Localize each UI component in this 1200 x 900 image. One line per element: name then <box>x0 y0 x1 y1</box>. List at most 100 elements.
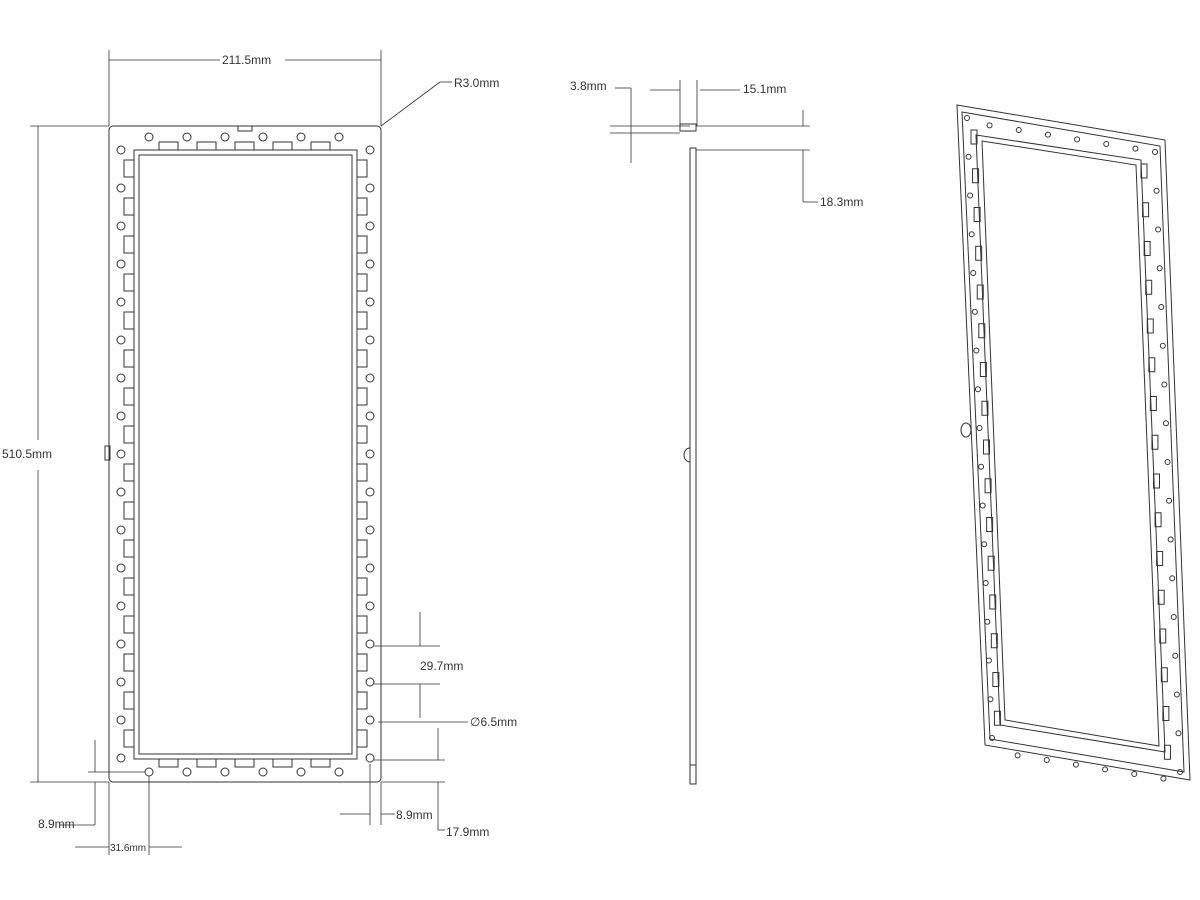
iso-tab <box>1162 706 1170 721</box>
mounting-hole <box>365 183 375 193</box>
mounting-hole <box>116 677 126 687</box>
mounting-hole <box>258 132 268 142</box>
radius-leader <box>380 81 441 127</box>
iso-hole <box>976 425 983 431</box>
iso-hole <box>1167 536 1174 543</box>
iso-hole <box>1170 614 1177 620</box>
clip-tab <box>356 311 368 330</box>
iso-hole <box>965 153 972 160</box>
side-view <box>679 123 697 785</box>
clip-tab <box>123 235 135 254</box>
mounting-hole <box>365 753 375 763</box>
iso-hole <box>973 347 980 354</box>
iso-tab <box>972 168 980 184</box>
clip-tab <box>123 387 135 406</box>
clip-tab <box>123 159 135 178</box>
iso-tab <box>1163 744 1171 760</box>
side-offset-label: 8.9mm <box>396 808 433 822</box>
thickness-label: 3.8mm <box>570 79 607 93</box>
clip-tab <box>356 577 368 596</box>
corner-hole-offset-label: 31.6mm <box>110 843 146 854</box>
iso-tab <box>973 207 981 222</box>
iso-tab <box>1159 628 1167 644</box>
iso-hole <box>1131 771 1138 777</box>
mounting-hole <box>365 145 375 155</box>
iso-hole <box>978 463 985 470</box>
mounting-hole <box>116 525 126 535</box>
mounting-hole <box>116 715 126 725</box>
clip-tab <box>356 615 368 634</box>
iso-opening-inner <box>981 140 1160 747</box>
iso-hole <box>1175 730 1182 737</box>
mounting-hole <box>116 411 126 421</box>
clip-tab <box>356 349 368 368</box>
mounting-hole <box>116 221 126 231</box>
mounting-hole <box>365 411 375 421</box>
mounting-hole <box>182 767 192 777</box>
iso-hole <box>1172 652 1179 659</box>
mounting-hole <box>116 373 126 383</box>
mounting-hole <box>116 335 126 345</box>
top-notch <box>237 125 253 132</box>
iso-hole <box>971 308 978 315</box>
width-label: 211.5mm <box>222 53 271 67</box>
mounting-hole <box>116 601 126 611</box>
iso-tab <box>989 594 997 610</box>
clip-tab <box>356 235 368 254</box>
mounting-hole <box>365 335 375 345</box>
mounting-hole <box>365 297 375 307</box>
mounting-hole <box>365 487 375 497</box>
iso-hole <box>964 115 970 121</box>
clip-tab <box>123 273 135 292</box>
mounting-hole <box>365 373 375 383</box>
iso-frame-edge <box>961 111 1185 773</box>
mounting-hole <box>144 132 154 142</box>
radius-label: R3.0mm <box>454 76 499 90</box>
flange-label: 18.3mm <box>820 195 863 209</box>
iso-hole <box>970 270 977 276</box>
bottom-hole-offset-label: 17.9mm <box>446 825 489 839</box>
dimension-lines <box>30 50 818 855</box>
iso-tab <box>990 633 998 649</box>
iso-hole <box>974 386 981 393</box>
iso-hole <box>979 502 986 509</box>
clip-tab <box>356 691 368 710</box>
hole-diameter-label: ∅6.5mm <box>470 715 517 729</box>
mounting-hole <box>182 132 192 142</box>
height-label: 510.5mm <box>2 447 52 461</box>
clip-tab <box>196 141 217 151</box>
iso-hole <box>987 696 994 703</box>
iso-hole <box>1160 775 1167 782</box>
mounting-hole <box>334 132 344 142</box>
iso-hole <box>1074 136 1081 143</box>
iso-tab <box>976 284 984 300</box>
iso-tab <box>984 478 992 494</box>
iso-tab <box>981 400 989 416</box>
mounting-hole <box>116 259 126 269</box>
clip-tab <box>158 141 179 151</box>
iso-tab <box>983 439 990 455</box>
hole-pitch-label: 29.7mm <box>420 659 463 673</box>
clip-tab <box>123 349 135 368</box>
iso-tab <box>1142 202 1150 218</box>
frame-outline <box>108 125 382 783</box>
mounting-hole <box>365 259 375 269</box>
iso-hole <box>1169 575 1176 582</box>
iso-tab <box>975 245 983 261</box>
iso-tab <box>1157 589 1165 605</box>
iso-tab <box>1160 667 1168 683</box>
mounting-hole <box>116 753 126 763</box>
isometric-view <box>956 104 1191 782</box>
clip-tab <box>356 729 368 748</box>
clip-tab <box>356 539 368 558</box>
iso-hole <box>981 541 988 548</box>
iso-opening-outer <box>975 134 1166 753</box>
iso-hole <box>1015 127 1022 133</box>
iso-hole <box>1159 342 1166 349</box>
mounting-hole <box>365 221 375 231</box>
opening-inner <box>138 154 353 755</box>
mounting-hole <box>258 767 268 777</box>
clip-tab <box>356 273 368 292</box>
clip-tab <box>123 197 135 216</box>
mounting-hole <box>365 449 375 459</box>
